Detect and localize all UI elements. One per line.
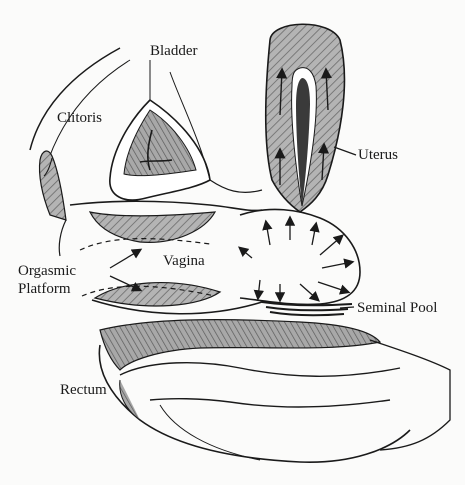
uterus-organ [266,24,345,212]
label-vagina: Vagina [163,253,205,270]
outer-body-wall [30,48,120,150]
orgasmic-platform-lower [95,283,220,306]
label-orgasmic-platform: Orgasmic Platform [18,262,76,298]
orgasmic-platform-upper [90,212,215,242]
vagina-upper-wall [70,201,262,210]
bladder-organ [110,60,210,200]
vaginal-vault [240,209,360,304]
label-seminal-pool: Seminal Pool [357,300,437,317]
label-bladder: Bladder [150,43,197,60]
rectum-organ [99,340,450,462]
label-orgasmic-line1: Orgasmic [18,262,76,280]
perineal-tissue [100,320,380,370]
label-orgasmic-line2: Platform [18,280,76,298]
label-rectum: Rectum [60,382,107,399]
label-uterus: Uterus [358,147,398,164]
label-clitoris: Clitoris [57,110,102,127]
clitoris-structure [39,151,66,256]
